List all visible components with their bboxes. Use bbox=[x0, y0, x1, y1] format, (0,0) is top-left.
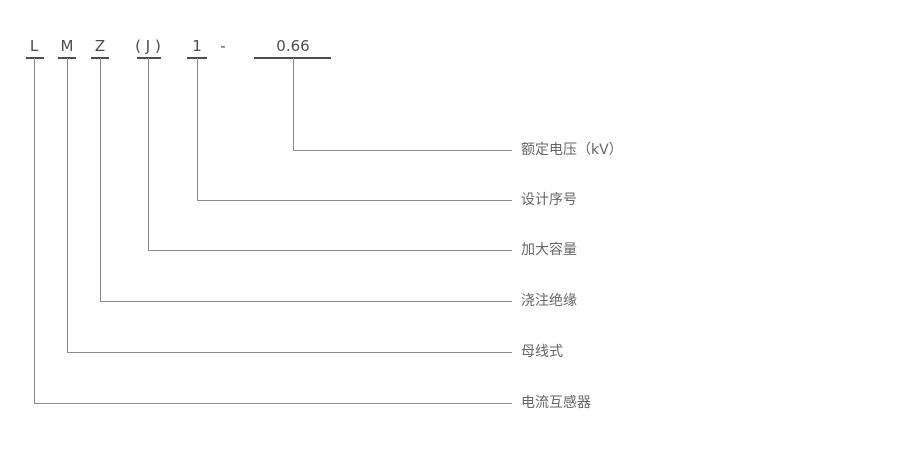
connector-j-horizontal bbox=[148, 250, 512, 251]
connector-l-vertical bbox=[34, 58, 35, 404]
code-part-rated-voltage: 0.66 bbox=[276, 37, 310, 55]
code-part-design-no: 1 bbox=[192, 37, 202, 55]
connector-l-horizontal bbox=[34, 403, 512, 404]
connector-design-no-horizontal bbox=[197, 200, 512, 201]
connector-rated-voltage-vertical bbox=[293, 58, 294, 151]
code-part-l: L bbox=[29, 37, 39, 55]
label-design-serial: 设计序号 bbox=[521, 192, 577, 208]
underline-j bbox=[137, 57, 161, 59]
label-enlarged-capacity: 加大容量 bbox=[521, 242, 577, 258]
code-separator-dash: - bbox=[220, 37, 226, 55]
underline-rated-voltage bbox=[254, 57, 331, 59]
underline-l bbox=[26, 57, 44, 59]
connector-j-vertical bbox=[148, 58, 149, 251]
connector-z-vertical bbox=[100, 58, 101, 302]
label-current-transformer: 电流互感器 bbox=[521, 395, 591, 411]
code-part-j: ( J ) bbox=[135, 37, 161, 55]
connector-z-horizontal bbox=[100, 301, 512, 302]
code-part-m: M bbox=[60, 37, 74, 55]
connector-m-horizontal bbox=[67, 352, 512, 353]
label-bus-type: 母线式 bbox=[521, 344, 563, 360]
connector-design-no-vertical bbox=[197, 58, 198, 201]
code-part-z: Z bbox=[94, 37, 106, 55]
connector-m-vertical bbox=[67, 58, 68, 353]
label-cast-insulation: 浇注绝缘 bbox=[521, 293, 577, 309]
label-rated-voltage: 额定电压（kV） bbox=[521, 142, 623, 158]
connector-rated-voltage-horizontal bbox=[293, 150, 512, 151]
